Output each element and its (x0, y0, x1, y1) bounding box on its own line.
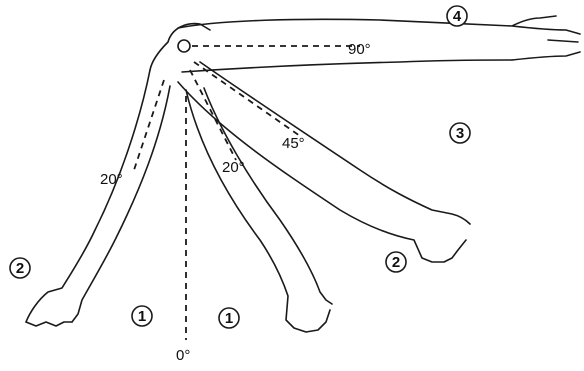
angle-label-0: 0° (176, 347, 190, 364)
angle-label-90: 90° (348, 41, 371, 58)
shoulder-joint-icon (178, 40, 190, 52)
svg-text:2: 2 (16, 260, 24, 277)
guide-line-20-left (134, 80, 164, 170)
svg-text:3: 3 (456, 125, 464, 142)
position-marker-4: 4 (447, 6, 467, 26)
position-marker-1-right: 1 (219, 308, 239, 328)
position-marker-3: 3 (450, 123, 470, 143)
guide-line-20-right (190, 70, 236, 160)
arm-20-degrees-left (26, 70, 170, 326)
angle-label-20-left: 20° (100, 171, 123, 188)
svg-text:4: 4 (453, 8, 462, 25)
svg-text:2: 2 (392, 254, 400, 271)
svg-text:1: 1 (225, 310, 233, 327)
position-marker-1-left: 1 (132, 306, 152, 326)
angle-label-45: 45° (282, 135, 305, 152)
position-marker-2-right: 2 (386, 252, 406, 272)
svg-text:1: 1 (138, 308, 146, 325)
angle-label-20-right: 20° (222, 159, 245, 176)
guide-line-45 (194, 62, 300, 136)
arm-20-degrees-right (186, 88, 332, 332)
position-marker-2-left: 2 (10, 258, 30, 278)
arm-90-degrees (178, 16, 580, 72)
